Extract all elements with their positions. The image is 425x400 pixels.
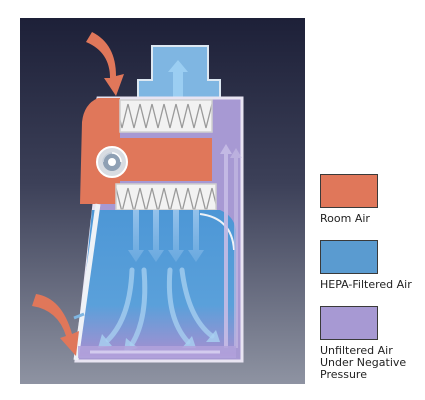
room-air-arrow-icon xyxy=(86,32,124,96)
airflow-arrow-icon xyxy=(220,144,242,348)
legend-label-line: Unfiltered Air xyxy=(320,344,393,357)
airflow-arrow-icon xyxy=(128,210,204,262)
hepa-filter-icon xyxy=(119,99,213,133)
front-grille-inflow xyxy=(73,312,85,320)
airflow-arrow-icon xyxy=(105,267,215,347)
legend-label-room-air: Room Air xyxy=(320,212,370,225)
legend-swatch-hepa-filtered-air xyxy=(320,240,378,274)
legend-swatch-unfiltered-air xyxy=(320,306,378,340)
legend-label-unfiltered-air: Unfiltered Air Under Negative Pressure xyxy=(320,345,420,381)
legend-label-line: Pressure xyxy=(320,368,367,381)
legend-item-hepa-filtered-air: HEPA-Filtered Air xyxy=(320,240,420,291)
blower-fan-icon xyxy=(96,146,128,178)
legend-item-unfiltered-air: Unfiltered Air Under Negative Pressure xyxy=(320,306,420,381)
room-air-duct xyxy=(120,143,212,181)
legend-label-line: Under Negative xyxy=(320,356,407,369)
biosafety-cabinet-airflow-diagram xyxy=(20,18,305,384)
legend-label-hepa-filtered-air: HEPA-Filtered Air xyxy=(320,278,412,291)
legend-swatch-room-air xyxy=(320,174,378,208)
front-sash xyxy=(73,203,101,361)
room-air-arrow-icon xyxy=(32,294,79,356)
legend-item-room-air: Room Air xyxy=(320,174,420,225)
hepa-filter-icon xyxy=(115,183,217,211)
exhaust-up-arrow-icon xyxy=(168,60,188,98)
